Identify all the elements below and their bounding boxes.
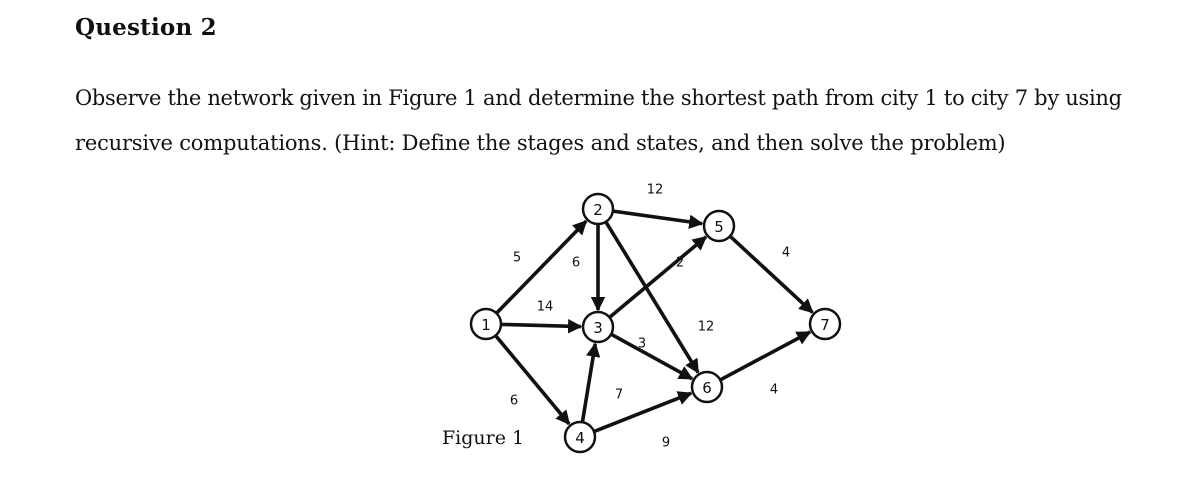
edges bbox=[494, 209, 814, 433]
node-circle bbox=[690, 370, 724, 404]
edge-weight-1-4: 6 bbox=[510, 394, 518, 409]
edge-4-6 bbox=[594, 391, 693, 433]
node-label: 2 bbox=[593, 201, 603, 219]
edge-weight-6-7: 4 bbox=[770, 383, 778, 398]
node-label: 1 bbox=[481, 316, 491, 334]
edge-6-7 bbox=[720, 330, 812, 382]
edge-1-4 bbox=[494, 335, 571, 426]
edge-2-5 bbox=[613, 209, 704, 229]
question-title: Question 2 bbox=[75, 14, 217, 41]
node-city-4: 4 bbox=[563, 420, 597, 454]
node-city-1: 1 bbox=[469, 307, 503, 341]
edge-4-3 bbox=[580, 342, 601, 422]
node-city-7: 7 bbox=[808, 307, 842, 341]
node-circle bbox=[469, 307, 503, 341]
node-circle bbox=[581, 192, 615, 226]
edge-weight-2-5: 12 bbox=[647, 183, 664, 198]
node-city-6: 6 bbox=[690, 370, 724, 404]
node-circle bbox=[808, 307, 842, 341]
edge-1-2 bbox=[495, 219, 588, 314]
node-circle bbox=[563, 420, 597, 454]
edge-weight-3-6: 3 bbox=[638, 337, 646, 352]
edge-weights: 5 14 6 6 12 12 2 3 7 9 4 4 bbox=[510, 183, 790, 451]
edge-5-7 bbox=[729, 235, 814, 314]
node-label: 4 bbox=[575, 429, 585, 447]
edge-weight-2-3: 6 bbox=[572, 256, 580, 271]
question-text-line-2: recursive computations. (Hint: Define th… bbox=[75, 131, 1006, 155]
edge-weight-1-3: 14 bbox=[537, 300, 554, 315]
edge-weight-5-7: 4 bbox=[782, 246, 790, 261]
figure-caption: Figure 1 bbox=[442, 427, 524, 449]
question-text-line-1: Observe the network given in Figure 1 an… bbox=[75, 86, 1122, 110]
node-label: 3 bbox=[593, 319, 603, 337]
node-city-3: 3 bbox=[581, 310, 615, 344]
node-label: 5 bbox=[714, 218, 724, 236]
edge-weight-2-6: 12 bbox=[698, 320, 715, 335]
edge-weight-3-5: 2 bbox=[676, 256, 684, 271]
node-circle bbox=[581, 310, 615, 344]
edge-3-6 bbox=[611, 333, 694, 381]
node-label: 7 bbox=[820, 316, 830, 334]
node-circle bbox=[702, 209, 736, 243]
edge-weight-4-3: 7 bbox=[615, 388, 623, 403]
edge-3-5 bbox=[609, 235, 708, 319]
node-label: 6 bbox=[702, 379, 712, 397]
edge-weight-1-2: 5 bbox=[513, 251, 521, 266]
node-city-5: 5 bbox=[702, 209, 736, 243]
edge-weight-4-6: 9 bbox=[662, 436, 670, 451]
node-city-2: 2 bbox=[581, 192, 615, 226]
edge-2-6 bbox=[604, 221, 700, 374]
edge-1-3 bbox=[501, 319, 583, 334]
